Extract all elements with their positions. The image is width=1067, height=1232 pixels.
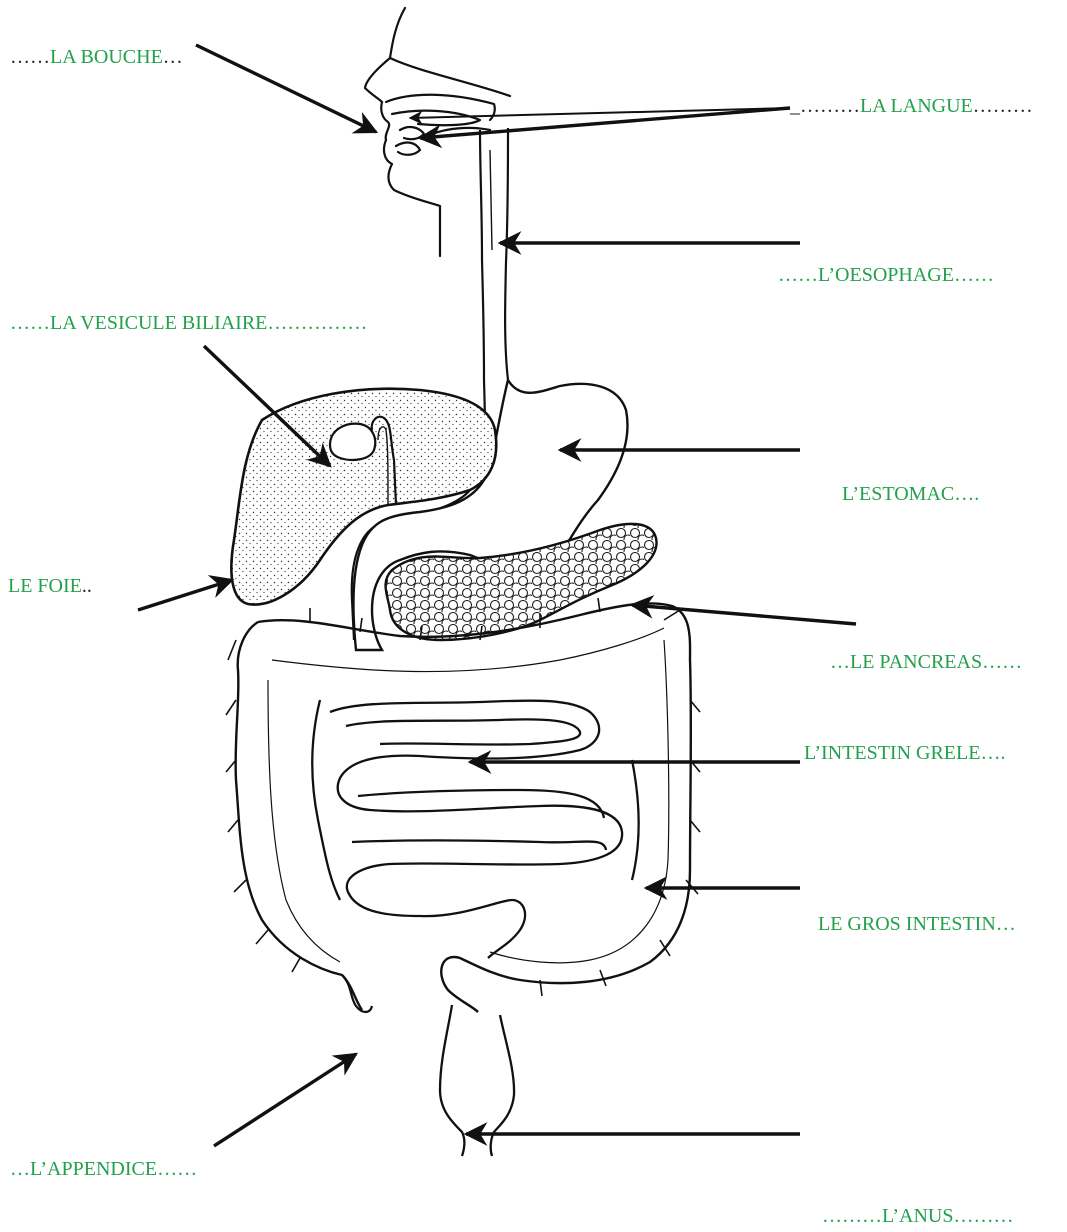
label-gros-intestin: LE GROS INTESTIN… [818,912,1016,936]
label-anus: ………L’ANUS……… [822,1204,1014,1228]
label-intestin-grele: L’INTESTIN GRELE…. [804,741,1005,765]
label-oesophage: ……L’OESOPHAGE…… [778,263,994,287]
appendix-shape [342,975,372,1012]
label-vesicule-biliaire: ……LA VESICULE BILIAIRE…………… [10,311,367,335]
label-bouche: ……LA BOUCHE… [10,45,183,69]
arrow-appendice [214,1054,356,1146]
large-intestine-shape [226,598,700,1012]
small-intestine-shape [312,700,639,958]
label-pancreas: …LE PANCREAS…… [830,650,1022,674]
arrow-pancreas [632,605,856,624]
arrow-bouche [196,45,376,132]
label-foie: LE FOIE.. [8,574,92,598]
label-appendice: …L’APPENDICE…… [10,1157,197,1181]
label-langue: _………LA LANGUE……… [790,94,1033,118]
label-estomac: L’ESTOMAC…. [842,482,979,506]
arrow-foie [138,580,232,610]
